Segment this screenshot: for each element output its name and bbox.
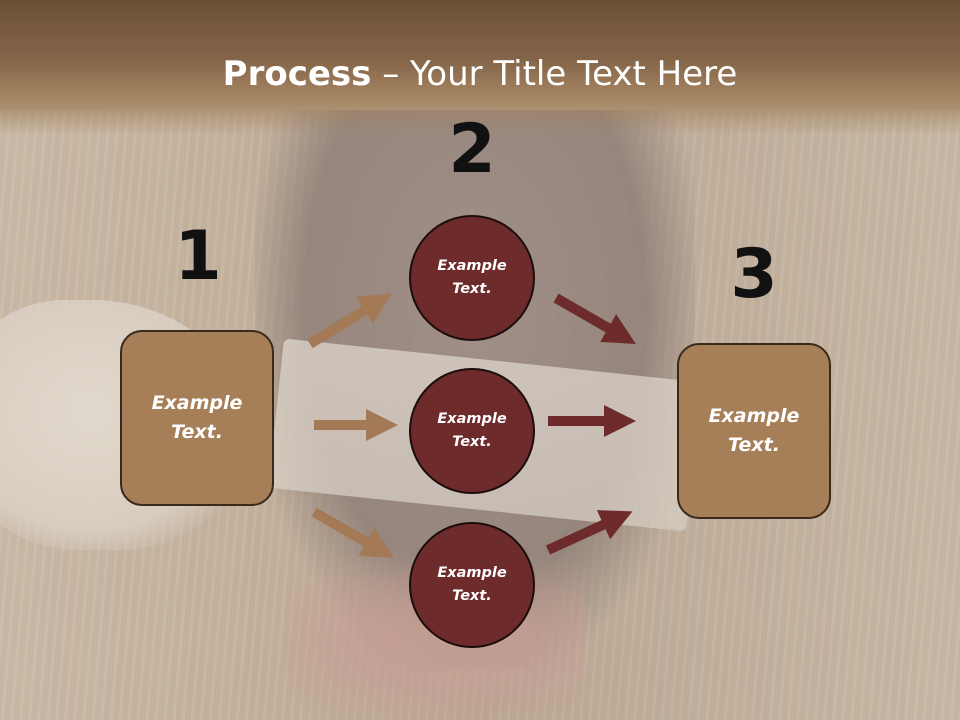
right-step-label: Example Text. [708, 405, 800, 456]
left-step-box[interactable]: Example Text. [120, 330, 274, 506]
title-bar [0, 0, 960, 135]
title-rest: Your Title Text Here [410, 54, 738, 94]
step-number-2: 2 [448, 110, 496, 189]
title-dash: – [371, 54, 411, 94]
slide-title: Process – Your Title Text Here [0, 50, 960, 98]
right-step-box[interactable]: Example Text. [677, 343, 831, 519]
middle-step-label: Example Text. [437, 411, 507, 450]
title-bold: Process [222, 54, 372, 94]
top-step-circle[interactable]: Example Text. [409, 215, 535, 341]
bottom-step-circle[interactable]: Example Text. [409, 522, 535, 648]
middle-step-circle[interactable]: Example Text. [409, 368, 535, 494]
left-step-label: Example Text. [151, 392, 243, 443]
bottom-step-label: Example Text. [437, 565, 507, 604]
step-number-1: 1 [174, 217, 222, 296]
step-number-3: 3 [730, 235, 778, 314]
top-step-label: Example Text. [437, 258, 507, 297]
